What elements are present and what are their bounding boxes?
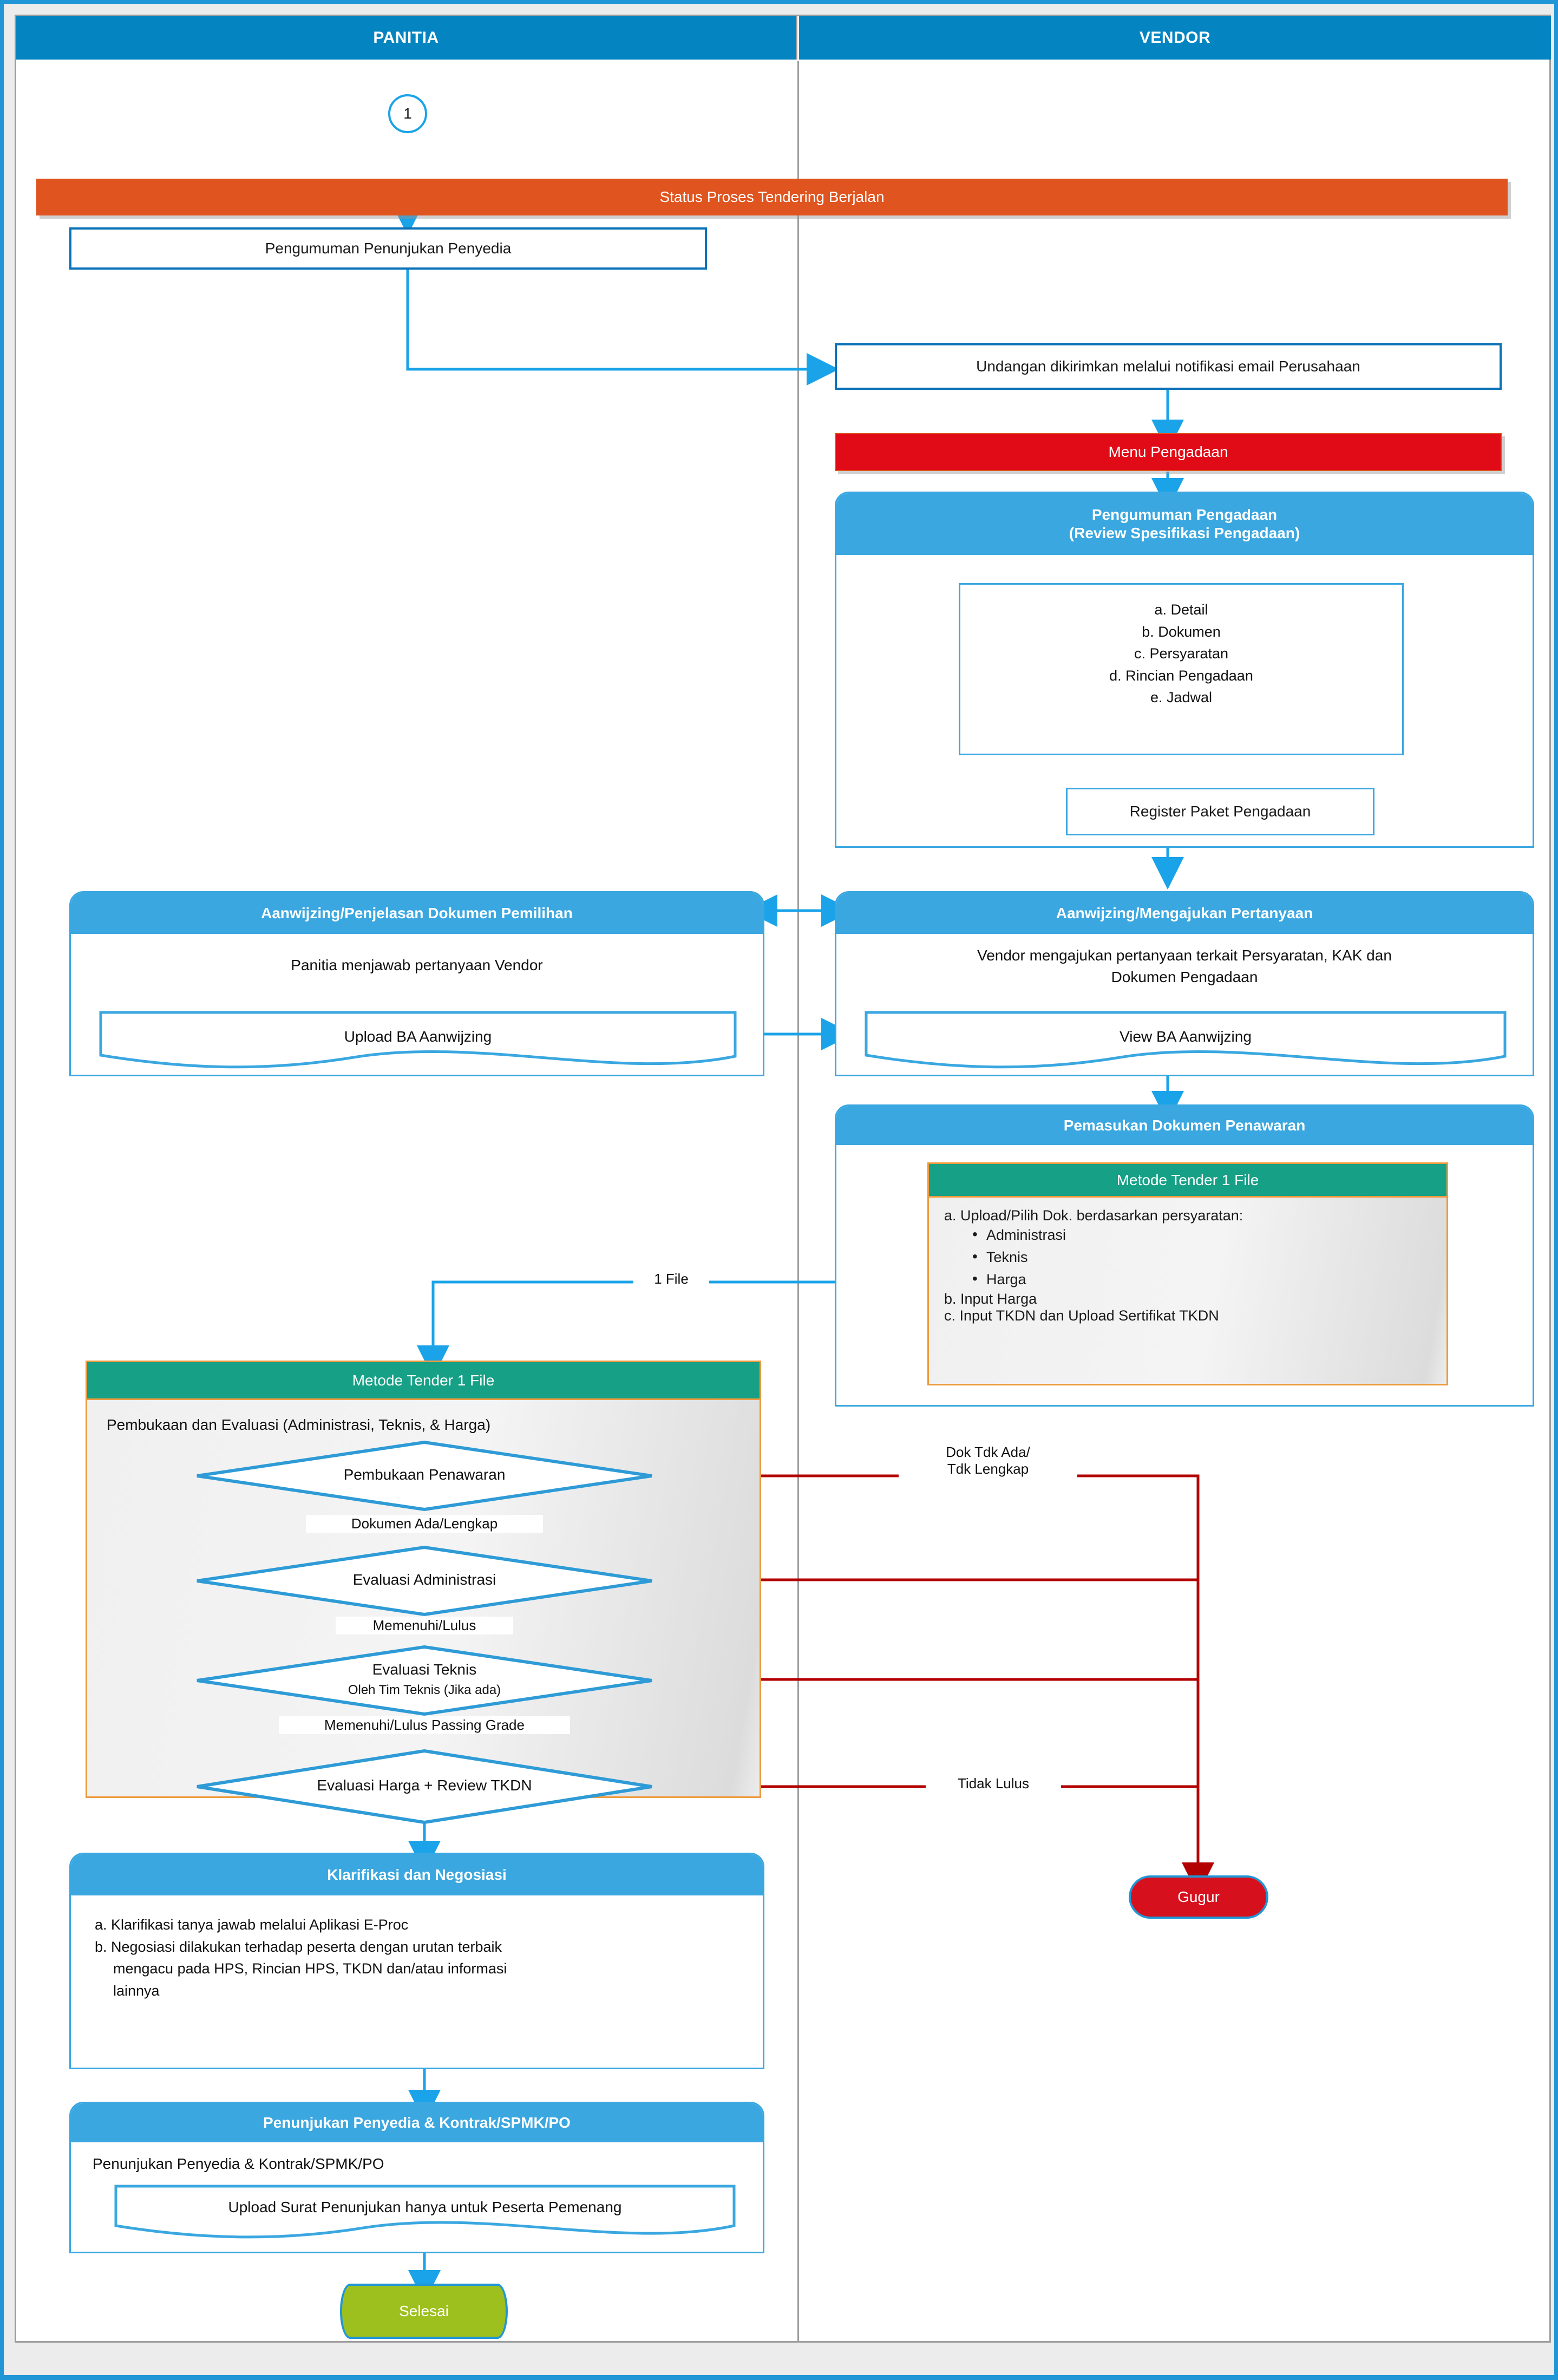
decision-evaluasi-harga-tkdn[interactable]: Evaluasi Harga + Review TKDN	[195, 1749, 654, 1825]
pengumuman-pengadaan-title-line2: (Review Spesifikasi Pengadaan)	[1069, 525, 1300, 541]
undangan-email-label: Undangan dikirimkan melalui notifikasi e…	[976, 358, 1360, 375]
evaluasi-metode-title: Metode Tender 1 File	[87, 1362, 760, 1400]
edge-label-memenuhi-lulus: Memenuhi/Lulus	[336, 1617, 513, 1634]
edge-label-memenuhi-passing-grade: Memenuhi/Lulus Passing Grade	[279, 1716, 570, 1734]
undangan-email-box[interactable]: Undangan dikirimkan melalui notifikasi e…	[835, 343, 1502, 390]
upload-surat-penunjukan-label: Upload Surat Penunjukan hanya untuk Pese…	[228, 2199, 622, 2215]
klarifikasi-list: a. Klarifikasi tanya jawab melalui Aplik…	[71, 1895, 763, 2002]
aanwijzing-panitia-body: Panitia menjawab pertanyaan Vendor	[291, 957, 543, 973]
detail-item-b: b. Dokumen	[1142, 623, 1221, 640]
gugur-label: Gugur	[1177, 1888, 1220, 1905]
pemasukan-metode-title: Metode Tender 1 File	[929, 1164, 1446, 1198]
upload-ba-aanwijzing-label: Upload BA Aanwijzing	[344, 1028, 492, 1045]
diagram-canvas: PANITIA VENDOR	[15, 15, 1551, 2343]
start-connector-label: 1	[403, 105, 412, 122]
edge-label-dokumen-lengkap: Dokumen Ada/Lengkap	[306, 1515, 543, 1533]
pengumuman-penunjukan-label: Pengumuman Penunjukan Penyedia	[265, 240, 512, 257]
pengumuman-pengadaan-group: Pengumuman Pengadaan (Review Spesifikasi…	[835, 492, 1534, 848]
decision-teknis-sublabel: Oleh Tim Teknis (Jika ada)	[348, 1683, 501, 1697]
klarifikasi-item-b2: mengacu pada HPS, Rincian HPS, TKDN dan/…	[113, 1960, 507, 1977]
pemasukan-bullet-list: Administrasi Teknis Harga	[944, 1223, 1446, 1291]
evaluasi-intro: Pembukaan dan Evaluasi (Administrasi, Te…	[107, 1416, 491, 1433]
view-ba-aanwijzing-doc[interactable]: View BA Aanwijzing	[865, 1011, 1507, 1069]
pemasukan-line-c: c. Input TKDN dan Upload Sertifikat TKDN	[944, 1307, 1219, 1324]
pengumuman-penunjukan-penyedia-box[interactable]: Pengumuman Penunjukan Penyedia	[69, 227, 707, 270]
pengumuman-pengadaan-title: Pengumuman Pengadaan (Review Spesifikasi…	[836, 493, 1533, 555]
klarifikasi-negosiasi-group: Klarifikasi dan Negosiasi a. Klarifikasi…	[69, 1853, 764, 2069]
klarifikasi-item-a: a. Klarifikasi tanya jawab melalui Aplik…	[95, 1917, 409, 1933]
pemasukan-metode-tender-panel: Metode Tender 1 File a. Upload/Pilih Dok…	[927, 1162, 1448, 1385]
aanwijzing-panitia-title: Aanwijzing/Penjelasan Dokumen Pemilihan	[71, 893, 763, 934]
aanwijzing-panitia-group: Aanwijzing/Penjelasan Dokumen Pemilihan …	[69, 891, 764, 1076]
pengumuman-detail-list-box: a. Detail b. Dokumen c. Persyaratan d. R…	[959, 583, 1404, 755]
lane-header-vendor: VENDOR	[799, 16, 1551, 60]
edge-label-dok-tidak-lengkap: Dok Tdk Ada/ Tdk Lengkap	[899, 1443, 1077, 1478]
detail-item-d: d. Rincian Pengadaan	[1109, 667, 1253, 684]
pemasukan-line-b: b. Input Harga	[944, 1291, 1037, 1307]
lane-label-panitia: PANITIA	[373, 29, 439, 47]
lane-header-panitia: PANITIA	[16, 16, 797, 60]
selesai-label: Selesai	[399, 2303, 449, 2319]
edge-label-1-file: 1 File	[633, 1270, 709, 1288]
penunjukan-penyedia-group: Penunjukan Penyedia & Kontrak/SPMK/PO Pe…	[69, 2102, 764, 2253]
status-bar-tendering: Status Proses Tendering Berjalan	[36, 179, 1508, 215]
upload-ba-aanwijzing-doc[interactable]: Upload BA Aanwijzing	[99, 1011, 737, 1069]
pemasukan-bullet-teknis: Teknis	[972, 1245, 1446, 1269]
menu-pengadaan-bar[interactable]: Menu Pengadaan	[835, 433, 1502, 471]
pemasukan-bullet-harga: Harga	[972, 1267, 1446, 1291]
aanwijzing-vendor-body-line2: Dokumen Pengadaan	[1111, 968, 1258, 985]
lane-label-vendor: VENDOR	[1139, 29, 1211, 47]
aanwijzing-vendor-title: Aanwijzing/Mengajukan Pertanyaan	[836, 893, 1533, 934]
start-connector-circle: 1	[388, 94, 427, 133]
klarifikasi-item-b: b. Negosiasi dilakukan terhadap peserta …	[95, 1938, 502, 1955]
status-bar-label: Status Proses Tendering Berjalan	[659, 188, 885, 205]
lane-divider	[797, 61, 799, 2341]
pemasukan-title: Pemasukan Dokumen Penawaran	[836, 1106, 1533, 1145]
pemasukan-line-a: a. Upload/Pilih Dok. berdasarkan persyar…	[944, 1207, 1243, 1224]
penunjukan-title: Penunjukan Penyedia & Kontrak/SPMK/PO	[71, 2103, 763, 2142]
view-ba-aanwijzing-label: View BA Aanwijzing	[1120, 1028, 1252, 1045]
decision-evaluasi-teknis[interactable]: Evaluasi Teknis Oleh Tim Teknis (Jika ad…	[195, 1645, 654, 1716]
decision-pembukaan-penawaran[interactable]: Pembukaan Penawaran	[195, 1440, 654, 1512]
pengumuman-pengadaan-title-line1: Pengumuman Pengadaan	[1091, 506, 1278, 523]
detail-item-c: c. Persyaratan	[1134, 645, 1229, 662]
terminator-selesai: Selesai	[340, 2284, 508, 2339]
aanwijzing-vendor-group: Aanwijzing/Mengajukan Pertanyaan Vendor …	[835, 891, 1534, 1076]
klarifikasi-item-b3: lainnya	[113, 1982, 160, 1999]
terminator-gugur: Gugur	[1129, 1875, 1268, 1919]
pengumuman-detail-list: a. Detail b. Dokumen c. Persyaratan d. R…	[960, 585, 1402, 709]
detail-item-e: e. Jadwal	[1150, 689, 1213, 705]
detail-item-a: a. Detail	[1154, 601, 1208, 618]
upload-surat-penunjukan-doc[interactable]: Upload Surat Penunjukan hanya untuk Pese…	[114, 2185, 736, 2240]
klarifikasi-title: Klarifikasi dan Negosiasi	[71, 1854, 763, 1895]
pemasukan-bullet-administrasi: Administrasi	[972, 1223, 1446, 1246]
decision-evaluasi-administrasi[interactable]: Evaluasi Administrasi	[195, 1545, 654, 1617]
pemasukan-dokumen-group: Pemasukan Dokumen Penawaran Metode Tende…	[835, 1104, 1534, 1407]
penunjukan-body: Penunjukan Penyedia & Kontrak/SPMK/PO	[93, 2155, 384, 2172]
register-paket-label: Register Paket Pengadaan	[1129, 803, 1311, 820]
menu-pengadaan-label: Menu Pengadaan	[1108, 443, 1228, 460]
aanwijzing-vendor-body: Vendor mengajukan pertanyaan terkait Per…	[836, 945, 1533, 988]
register-paket-pengadaan-box[interactable]: Register Paket Pengadaan	[1066, 788, 1374, 835]
aanwijzing-vendor-body-line1: Vendor mengajukan pertanyaan terkait Per…	[977, 947, 1392, 964]
edge-label-tidak-lulus: Tidak Lulus	[926, 1775, 1061, 1793]
